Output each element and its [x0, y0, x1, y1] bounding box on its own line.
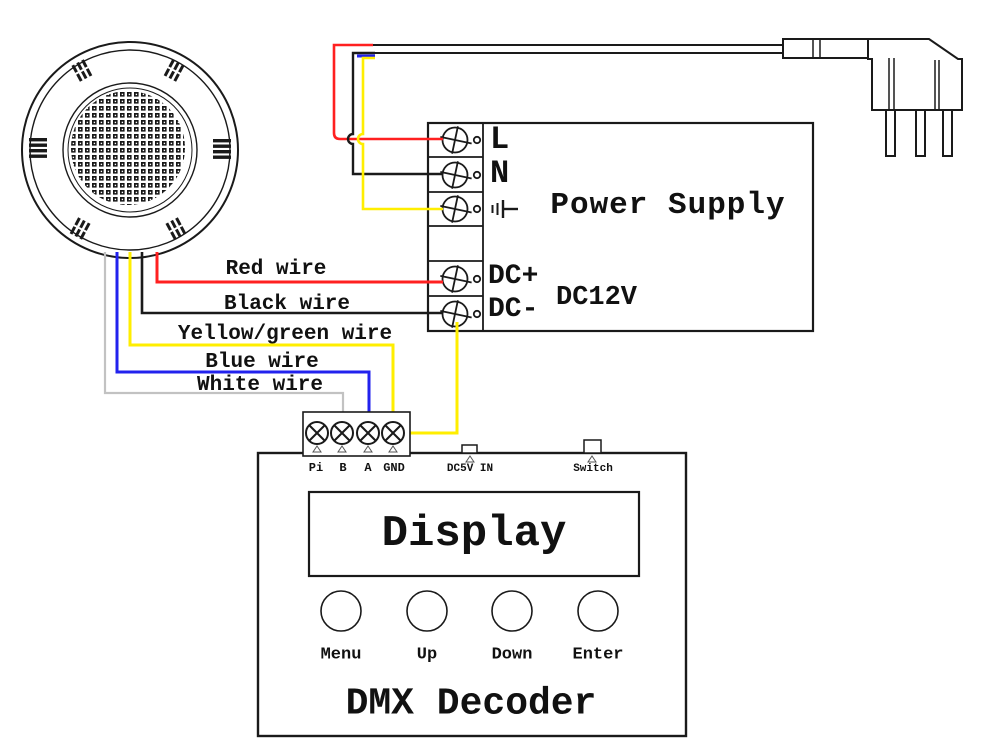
plug-prong [915, 109, 926, 157]
light-ring-4 [67, 87, 193, 213]
up-button [406, 590, 448, 632]
label-dc-minus: DC- [488, 294, 539, 325]
power-supply-title: Power Supply [550, 188, 786, 223]
label-dc-plus: DC+ [488, 261, 539, 292]
plug-head [867, 38, 963, 111]
display-label: Display [381, 509, 567, 559]
light-wires [103, 252, 459, 435]
switch-connector [583, 439, 602, 454]
light-grip-lower-right [165, 217, 187, 240]
mains-ground-wire [356, 56, 443, 211]
wire-white [103, 252, 345, 423]
light-grip-lower-left [69, 217, 91, 240]
power-supply-outline [426, 121, 815, 333]
plug-prong [885, 109, 896, 157]
terminal-screw-ground [440, 195, 482, 223]
terminal-triangles [312, 445, 597, 463]
label-dc5v-in: DC5V IN [446, 463, 494, 475]
light-led-matrix [71, 91, 185, 205]
earth-ground-icon [491, 200, 518, 218]
mains-wires [332, 43, 443, 211]
mains-black-wire [346, 51, 443, 176]
label-terminal-n: N [490, 155, 510, 192]
decoder-screw-gnd [381, 421, 405, 445]
wire-red [155, 252, 443, 284]
terminal-screw-dc-minus [440, 300, 482, 328]
label-switch: Switch [573, 463, 613, 475]
wire-gnd-to-dc-minus [402, 322, 459, 435]
label-down: Down [491, 645, 533, 665]
dc5v-connector [461, 444, 478, 454]
wire-blue [115, 252, 371, 423]
label-dc12v: DC12V [556, 283, 638, 313]
dmx-decoder-box [256, 411, 688, 738]
light-grip-upper-left [71, 59, 93, 82]
label-terminal-pi: Pi [308, 461, 324, 475]
label-enter: Enter [572, 645, 624, 665]
terminal-screw-dc-plus [440, 265, 482, 293]
menu-button [320, 590, 362, 632]
light-ring-3 [62, 82, 198, 218]
terminal-screw-n [440, 161, 482, 189]
light-grip-upper-right [163, 59, 185, 82]
label-terminal-gnd: GND [383, 461, 405, 475]
label-yellow-green-wire: Yellow/green wire [177, 323, 393, 346]
terminal-screw-l [440, 126, 482, 154]
power-supply-box [426, 121, 815, 333]
label-red-wire: Red wire [225, 258, 327, 281]
decoder-screw-pi [305, 421, 329, 445]
plug-strain-relief [782, 38, 869, 59]
pool-light [21, 41, 239, 259]
label-terminal-b: B [339, 461, 347, 475]
light-grip-left [29, 138, 47, 158]
enter-button [577, 590, 619, 632]
power-plug [373, 38, 963, 157]
label-terminal-l: L [490, 121, 510, 158]
dmx-decoder-title: DMX Decoder [345, 682, 597, 726]
label-up: Up [416, 645, 438, 665]
plug-prong [942, 109, 953, 157]
label-white-wire: White wire [196, 374, 324, 397]
mains-red-wire [332, 43, 443, 141]
label-blue-wire: Blue wire [205, 351, 319, 374]
display-panel [307, 490, 641, 578]
down-button [491, 590, 533, 632]
light-grip-right [213, 139, 231, 159]
label-black-wire: Black wire [223, 293, 351, 316]
label-menu: Menu [320, 645, 362, 665]
label-terminal-a: A [364, 461, 372, 475]
wire-yellow-green [128, 252, 395, 423]
wire-black [140, 252, 443, 315]
decoder-screw-a [356, 421, 380, 445]
decoder-screw-b [330, 421, 354, 445]
